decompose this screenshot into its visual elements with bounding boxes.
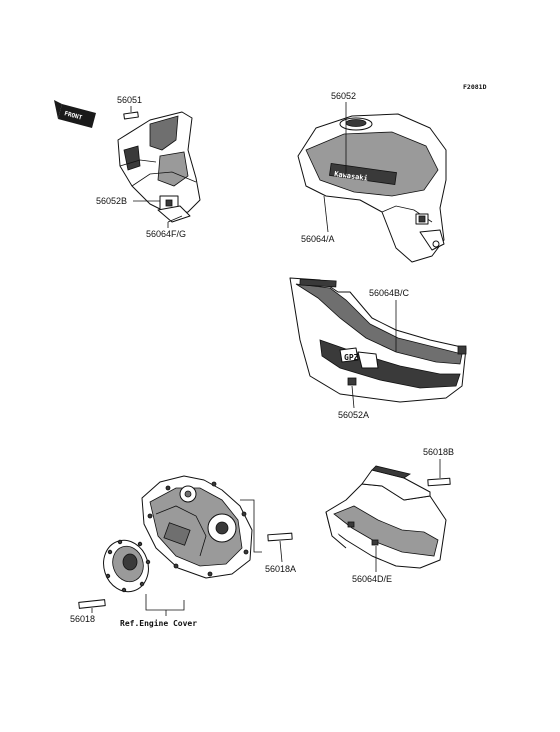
label-56052a: 56052A [338, 410, 369, 420]
front-tag-label: FRONT [63, 110, 83, 122]
engine-cover-small [103, 539, 151, 593]
upper-fairing [117, 111, 201, 223]
label-56018b: 56018B [423, 447, 454, 457]
decal-56018b [427, 477, 451, 487]
side-cover-logo: GPZ [344, 353, 359, 362]
label-56064de: 56064D/E [352, 574, 392, 584]
rear-cover [325, 465, 447, 569]
label-56051: 56051 [117, 95, 142, 105]
label-56052: 56052 [331, 91, 356, 101]
reference-note: Ref.Engine Cover [120, 618, 197, 628]
decal-56051 [123, 111, 139, 120]
side-cover: GPZ [289, 277, 467, 403]
decal-56018 [78, 599, 106, 609]
label-56018: 56018 [70, 614, 95, 624]
diagram-code: F2081D [463, 83, 487, 91]
decal-56018a [267, 532, 293, 542]
label-56064fg: 56064F/G [146, 229, 186, 239]
engine-cover-large [141, 475, 253, 579]
label-56064a: 56064/A [301, 234, 335, 244]
label-56052b: 56052B [96, 196, 127, 206]
label-56064bc: 56064B/C [369, 288, 410, 298]
label-56018a: 56018A [265, 564, 296, 574]
side-cover-logo-decal: GPZ [339, 347, 379, 369]
fuel-tank: Kawasaki [297, 113, 447, 263]
front-arrow-icon: FRONT [54, 100, 96, 128]
